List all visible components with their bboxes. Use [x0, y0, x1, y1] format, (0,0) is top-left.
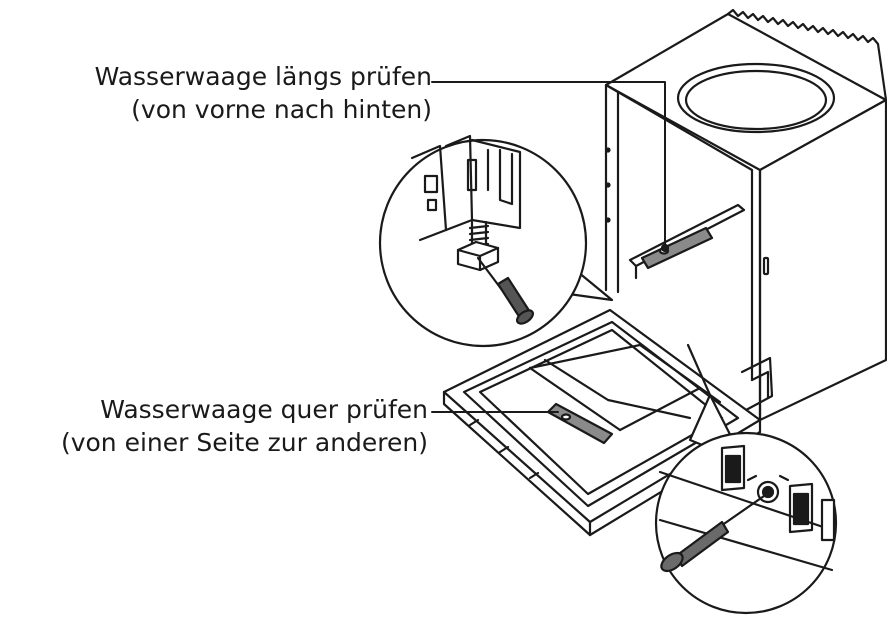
screwdriver-icon	[476, 256, 535, 325]
spirit-level-transverse	[546, 402, 614, 445]
top-rim-ellipse	[676, 62, 836, 134]
label-longitudinal-line1: Wasserwaage längs prüfen	[94, 62, 432, 91]
detail-circle-bottom	[654, 343, 838, 615]
leader-line-longitudinal	[431, 81, 666, 249]
label-longitudinal-level: Wasserwaage längs prüfen (von vorne nach…	[95, 60, 432, 126]
dishwasher-body	[604, 8, 887, 422]
label-transverse-level: Wasserwaage quer prüfen (von einer Seite…	[61, 393, 428, 459]
spirit-level-longitudinal	[640, 226, 714, 270]
label-transverse-line1: Wasserwaage quer prüfen	[100, 395, 428, 424]
screwdriver-icon	[660, 494, 766, 573]
label-transverse-line2: (von einer Seite zur anderen)	[60, 428, 428, 457]
label-longitudinal-line2: (von vorne nach hinten)	[131, 95, 432, 124]
detail-circle-top	[378, 134, 614, 348]
